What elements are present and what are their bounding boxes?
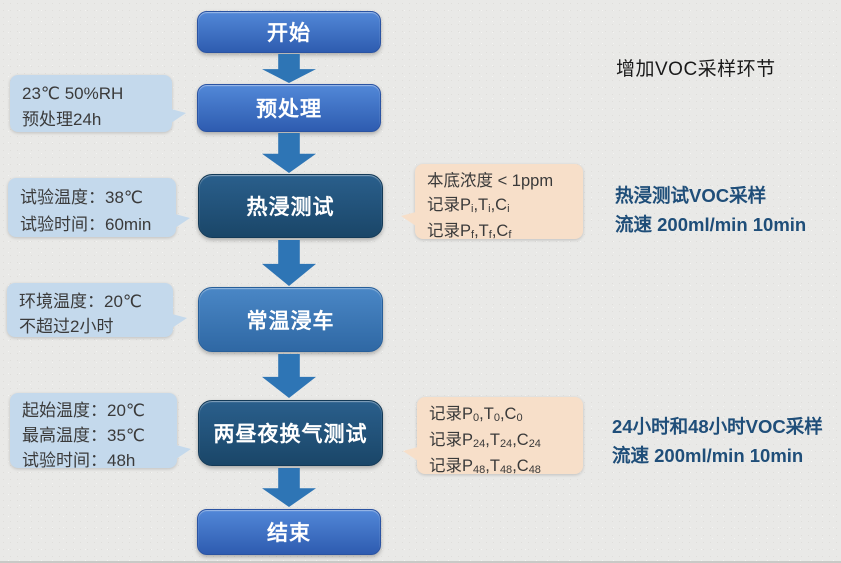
note-line: 流速 200ml/min 10min: [615, 214, 807, 235]
flow-node-diurnal-test: 两昼夜换气测试: [198, 400, 383, 466]
callout-tail-left-icon: [401, 212, 416, 226]
callout-tail-right-icon: [175, 214, 190, 228]
arrow-down-icon: [262, 468, 316, 507]
callout-line: 记录Pf,Tf,Cf: [427, 222, 512, 241]
callout-hot-soak-conditions: 试验温度：38℃ 试验时间：60min: [8, 178, 190, 237]
callout-tail-right-icon: [176, 445, 191, 459]
callout-line: 起始温度：20℃: [22, 401, 146, 420]
callout-pretreat-conditions: 23℃ 50%RH 预处理24h: [10, 75, 186, 132]
flow-node-hot-soak: 热浸测试: [198, 174, 383, 238]
callout-line: 记录Pi,Ti,Ci: [427, 196, 510, 215]
diurnal-voc-note: 24小时和48小时VOC采样 流速 200ml/min 10min: [612, 412, 823, 470]
voc-sampling-title: 增加VOC采样环节: [616, 59, 776, 80]
flow-node-diurnal-test-label: 两昼夜换气测试: [213, 423, 368, 446]
callout-diurnal-conditions: 起始温度：20℃ 最高温度：35℃ 试验时间：48h: [10, 393, 191, 470]
callout-tail-left-icon: [403, 447, 418, 461]
callout-line: 预处理24h: [22, 110, 102, 129]
callout-tail-right-icon: [171, 109, 186, 123]
note-line: 24小时和48小时VOC采样: [612, 416, 823, 437]
flow-node-pretreat-label: 预处理: [256, 98, 322, 121]
arrow-down-icon: [262, 240, 316, 286]
flow-node-ambient-soak: 常温浸车: [198, 287, 383, 352]
flow-node-start-label: 开始: [267, 22, 311, 45]
callout-line: 记录P48,T48,C48: [429, 457, 541, 476]
callout-diurnal-records: 记录P0,T0,C0 记录P24,T24,C24 记录P48,T48,C48: [403, 397, 583, 476]
arrow-down-icon: [262, 54, 316, 83]
flow-node-end-label: 结束: [267, 522, 311, 545]
hot-soak-voc-note: 热浸测试VOC采样 流速 200ml/min 10min: [615, 181, 806, 239]
flow-node-start: 开始: [197, 11, 381, 53]
callout-line: 试验时间：60min: [20, 215, 152, 234]
callout-hot-soak-records: 本底浓度 < 1ppm 记录Pi,Ti,Ci 记录Pf,Tf,Cf: [401, 164, 583, 241]
note-line: 热浸测试VOC采样: [615, 185, 767, 206]
flow-node-ambient-soak-label: 常温浸车: [246, 309, 335, 333]
arrow-down-icon: [262, 133, 316, 173]
callout-line: 试验温度：38℃: [20, 188, 144, 207]
arrow-down-icon: [262, 354, 316, 398]
flow-node-end: 结束: [197, 509, 381, 555]
callout-line: 不超过2小时: [19, 317, 114, 336]
flow-node-hot-soak-label: 热浸测试: [246, 196, 335, 219]
callout-line: 23℃ 50%RH: [22, 84, 124, 103]
callout-ambient-soak-conditions: 环境温度：20℃ 不超过2小时: [7, 283, 187, 337]
callout-line: 试验时间：48h: [22, 451, 136, 470]
callout-line: 记录P24,T24,C24: [429, 431, 541, 450]
callout-line: 记录P0,T0,C0: [429, 405, 523, 424]
callout-line: 最高温度：35℃: [22, 426, 146, 445]
callout-tail-right-icon: [172, 314, 187, 328]
callout-line: 本底浓度 < 1ppm: [427, 172, 554, 190]
note-line: 流速 200ml/min 10min: [612, 445, 804, 466]
callout-line: 环境温度：20℃: [19, 292, 143, 311]
flow-node-pretreat: 预处理: [197, 84, 381, 132]
